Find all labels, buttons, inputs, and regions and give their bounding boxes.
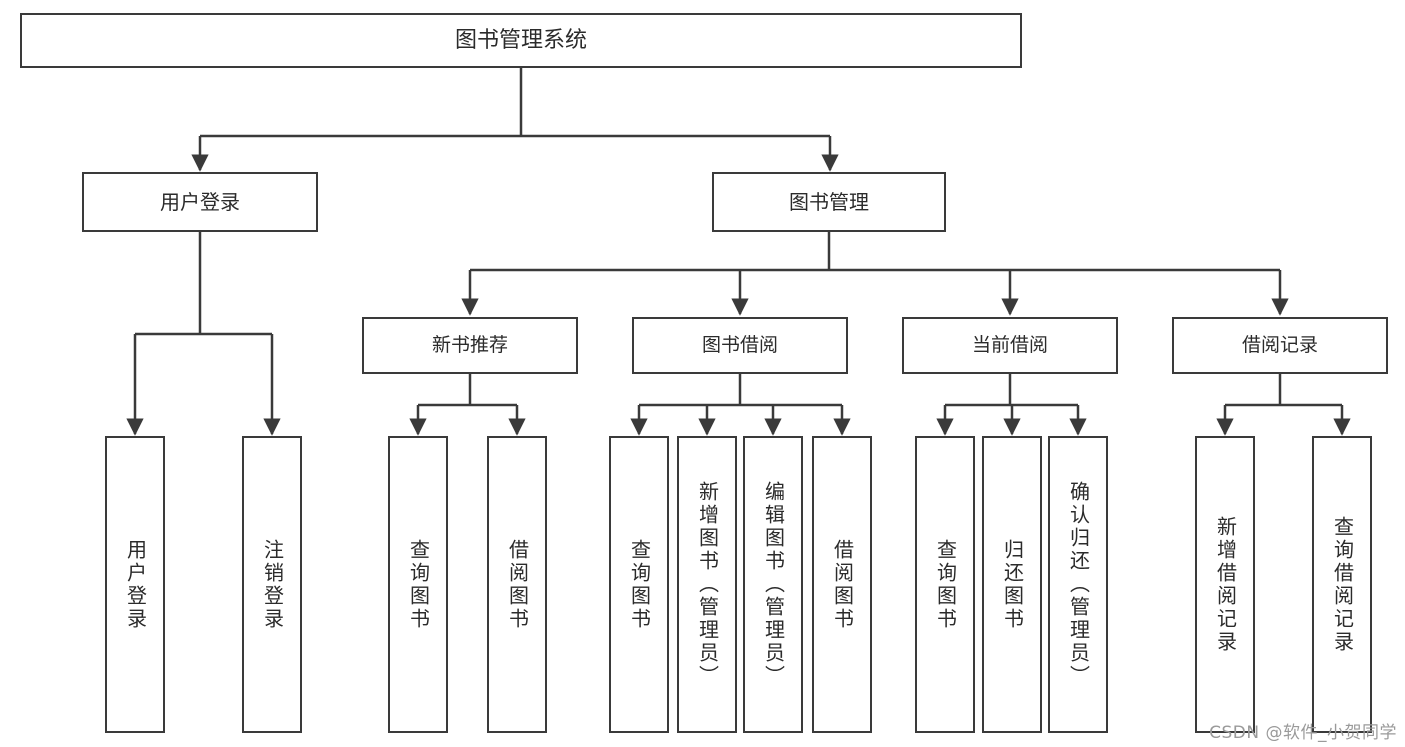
node-user-login-label: 用户登录: [160, 189, 240, 214]
node-query-books-borrow-label: 查询图书: [627, 538, 652, 631]
node-borrow-record-label: 借阅记录: [1241, 333, 1318, 356]
node-book-management[interactable]: 图书管理: [712, 172, 946, 232]
watermark-text: CSDN @软件_小贺同学: [1209, 723, 1397, 743]
node-borrow-record[interactable]: 借阅记录: [1172, 317, 1388, 374]
node-new-book-recommend-label: 新书推荐: [431, 333, 508, 356]
node-add-book-admin[interactable]: 新增图书（管理员）: [677, 436, 737, 733]
node-add-book-admin-label: 新增图书（管理员）: [695, 481, 720, 688]
node-book-management-label: 图书管理: [789, 189, 869, 214]
node-query-borrow-record-label: 查询借阅记录: [1330, 515, 1355, 654]
node-confirm-return-admin[interactable]: 确认归还（管理员）: [1048, 436, 1108, 733]
node-query-books-current[interactable]: 查询图书: [915, 436, 975, 733]
node-borrow-books-recommend[interactable]: 借阅图书: [487, 436, 547, 733]
node-query-borrow-record[interactable]: 查询借阅记录: [1312, 436, 1372, 733]
node-book-borrow[interactable]: 图书借阅: [632, 317, 848, 374]
node-add-borrow-record-label: 新增借阅记录: [1213, 515, 1238, 654]
node-return-book[interactable]: 归还图书: [982, 436, 1042, 733]
node-edit-book-admin[interactable]: 编辑图书（管理员）: [743, 436, 803, 733]
node-add-borrow-record[interactable]: 新增借阅记录: [1195, 436, 1255, 733]
node-logout-action[interactable]: 注销登录: [242, 436, 302, 733]
node-current-borrow[interactable]: 当前借阅: [902, 317, 1118, 374]
node-query-books-current-label: 查询图书: [933, 538, 958, 631]
node-user-login-action-label: 用户登录: [123, 538, 148, 631]
node-root-system[interactable]: 图书管理系统: [20, 13, 1022, 68]
node-new-book-recommend[interactable]: 新书推荐: [362, 317, 578, 374]
node-return-book-label: 归还图书: [1000, 538, 1025, 631]
node-logout-action-label: 注销登录: [260, 538, 285, 631]
node-borrow-book-action[interactable]: 借阅图书: [812, 436, 872, 733]
node-borrow-books-recommend-label: 借阅图书: [505, 538, 530, 631]
node-query-books-borrow[interactable]: 查询图书: [609, 436, 669, 733]
node-query-books-recommend[interactable]: 查询图书: [388, 436, 448, 733]
node-user-login[interactable]: 用户登录: [82, 172, 318, 232]
node-borrow-book-action-label: 借阅图书: [830, 538, 855, 631]
node-confirm-return-admin-label: 确认归还（管理员）: [1066, 481, 1091, 688]
node-book-borrow-label: 图书借阅: [701, 333, 778, 356]
node-current-borrow-label: 当前借阅: [971, 333, 1048, 356]
node-edit-book-admin-label: 编辑图书（管理员）: [761, 481, 786, 688]
node-query-books-recommend-label: 查询图书: [406, 538, 431, 631]
node-user-login-action[interactable]: 用户登录: [105, 436, 165, 733]
node-root-system-label: 图书管理系统: [454, 27, 587, 53]
